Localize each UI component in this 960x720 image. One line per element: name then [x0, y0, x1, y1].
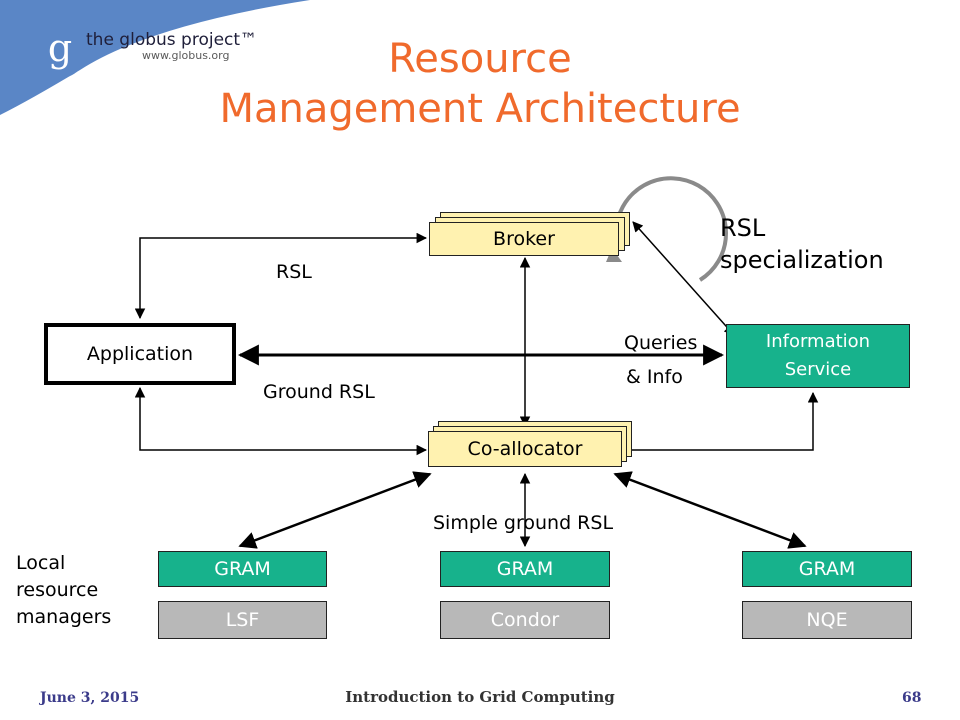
local-line-3: managers: [16, 606, 112, 628]
coallocator-box: Co-allocator: [428, 431, 622, 467]
info-label: & Info: [626, 366, 683, 388]
title-line-2: Management Architecture: [219, 86, 741, 132]
rsl-label: RSL: [276, 261, 312, 283]
arrow-coallocator-gram3: [613, 471, 807, 549]
info-line-1: Information: [765, 331, 871, 352]
local-resource-managers-label: Local resource managers: [16, 550, 111, 631]
arrow-coallocator-info: [622, 391, 819, 451]
rsl-specialization-line-2: specialization: [720, 246, 884, 274]
globus-logo-icon: g: [34, 26, 86, 78]
information-service-box: Information Service: [726, 324, 910, 388]
queries-label: Queries: [624, 332, 698, 354]
condor-box: Condor: [440, 601, 610, 639]
gram-box-2: GRAM: [440, 551, 610, 587]
simple-ground-rsl-label: Simple ground RSL: [433, 512, 614, 534]
ground-rsl-label: Ground RSL: [263, 381, 375, 403]
title-line-1: Resource: [388, 36, 572, 82]
rsl-specialization-loop: [614, 176, 728, 282]
local-line-2: resource: [16, 579, 99, 601]
arrow-app-broker: [134, 232, 428, 320]
footer-title: Introduction to Grid Computing: [345, 688, 615, 706]
footer-date: June 3, 2015: [40, 690, 140, 706]
gram-box-1: GRAM: [158, 551, 327, 587]
slide-title: Resource Management Architecture: [120, 34, 840, 134]
info-line-2: Service: [784, 359, 852, 380]
logo-url: www.globus.org: [142, 49, 230, 62]
gram-box-3: GRAM: [742, 551, 912, 587]
arrow-app-coallocator: [134, 386, 428, 456]
lsf-box: LSF: [158, 601, 327, 639]
logo-name: the globus project™: [86, 30, 258, 50]
broker-box: Broker: [429, 222, 619, 256]
application-box: Application: [44, 323, 236, 385]
local-line-1: Local: [16, 552, 66, 574]
nqe-box: NQE: [742, 601, 912, 639]
arrow-broker-info: [632, 221, 735, 336]
footer-page-number: 68: [902, 690, 922, 706]
arrow-coallocator-gram1: [238, 471, 432, 549]
rsl-specialization-line-1: RSL: [720, 214, 766, 242]
